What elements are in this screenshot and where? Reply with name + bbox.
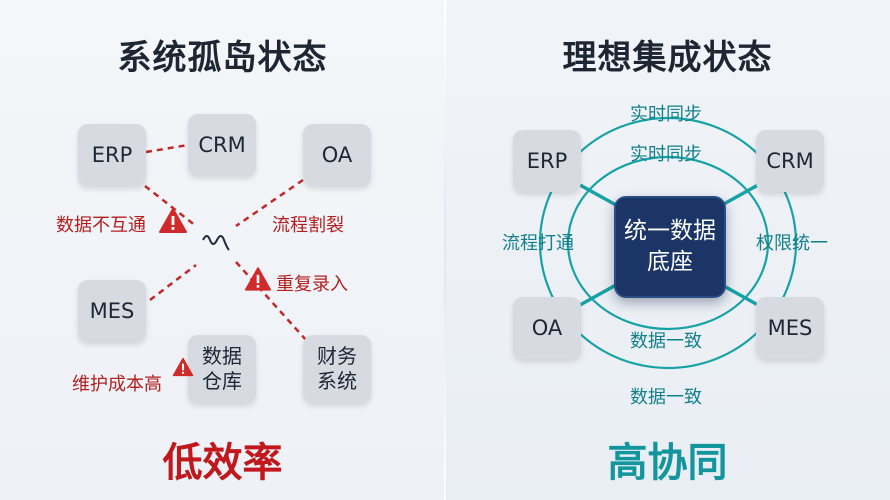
system-mes-isolated: MES xyxy=(78,280,146,342)
system-crm-isolated: CRM xyxy=(188,114,256,176)
dashed-link-mes-center xyxy=(149,264,197,301)
result-low-efficiency: 低效率 xyxy=(162,440,283,486)
system-erp-isolated: ERP xyxy=(78,124,146,186)
link-sync-outer: 实时同步 xyxy=(630,104,702,125)
link-consistent-inner: 数据一致 xyxy=(630,331,702,352)
isolated-state-title: 系统孤岛状态 xyxy=(117,38,328,78)
warning-icon xyxy=(244,267,272,291)
link-permission-unified: 权限统一 xyxy=(756,233,828,254)
system-finance: 财务 系统 xyxy=(303,335,371,403)
hub-line-1: 统一数据 xyxy=(624,217,716,244)
broken-link-squiggle xyxy=(202,235,230,251)
outer-ring xyxy=(538,116,798,370)
warehouse-line-2: 仓库 xyxy=(202,369,242,393)
unified-data-hub: 统一数据 底座 xyxy=(614,196,726,298)
issue-data-silo: 数据不互通 xyxy=(56,215,146,236)
spoke-hub-mes xyxy=(721,283,759,307)
inner-ring xyxy=(566,155,770,331)
system-erp-integrated: ERP xyxy=(513,130,581,192)
dashed-link-erp-crm xyxy=(145,143,189,154)
dashed-link-oa-center xyxy=(235,178,304,228)
warning-icon xyxy=(159,208,187,233)
integrated-state-title: 理想集成状态 xyxy=(562,38,773,78)
finance-line-2: 系统 xyxy=(317,369,357,393)
system-data-warehouse: 数据 仓库 xyxy=(188,335,256,403)
spoke-hub-crm xyxy=(721,183,759,207)
result-high-collaboration: 高协同 xyxy=(607,440,728,486)
panel-divider xyxy=(444,0,446,500)
system-oa-integrated: OA xyxy=(513,297,581,359)
warehouse-line-1: 数据 xyxy=(202,344,242,368)
link-process-connected: 流程打通 xyxy=(502,233,574,254)
hub-line-2: 底座 xyxy=(647,249,693,275)
isolated-state-panel xyxy=(0,0,445,500)
link-consistent-outer: 数据一致 xyxy=(630,387,702,408)
system-crm-integrated: CRM xyxy=(756,130,824,192)
issue-duplicate-entry: 重复录入 xyxy=(276,274,348,295)
spoke-hub-oa xyxy=(579,283,617,307)
finance-line-1: 财务 xyxy=(317,344,357,368)
warning-icon xyxy=(172,357,194,377)
issue-process-split: 流程割裂 xyxy=(272,215,344,236)
spoke-hub-erp xyxy=(579,183,617,207)
system-mes-integrated: MES xyxy=(756,297,824,359)
issue-maintenance-cost: 维护成本高 xyxy=(72,374,162,395)
link-sync-inner: 实时同步 xyxy=(630,144,702,165)
system-oa-isolated: OA xyxy=(303,124,371,186)
